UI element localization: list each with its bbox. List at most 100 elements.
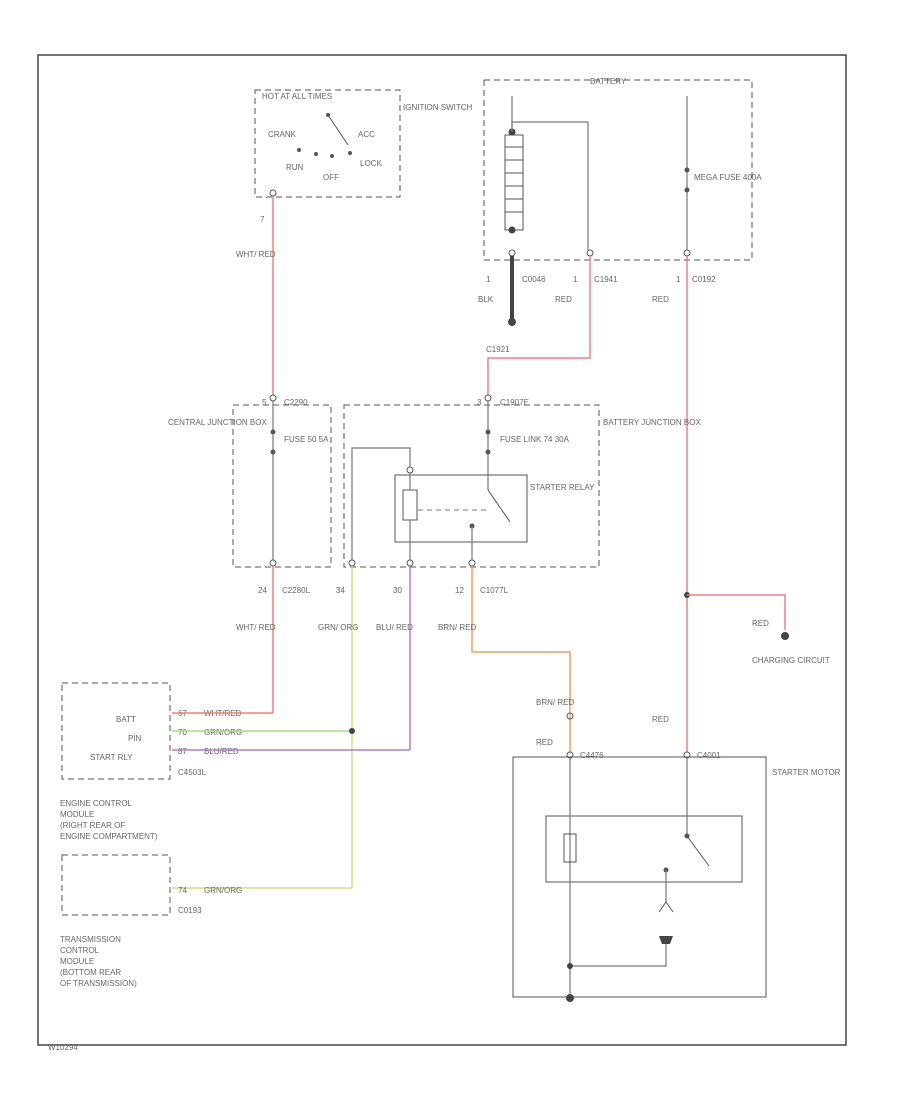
ecm-batt: BATT — [116, 715, 136, 724]
splice-label: C1921 — [486, 345, 510, 354]
central-junction-box — [232, 404, 332, 568]
relay-coil-top-terminal — [406, 466, 414, 474]
solenoid-coil — [563, 833, 577, 863]
motor-armature — [659, 936, 673, 944]
starter-solenoid-wire — [471, 566, 571, 752]
relay-coil — [402, 489, 418, 521]
tcm-conn: C0193 — [178, 906, 202, 915]
ignition-acc: ACC — [358, 130, 375, 139]
charging-arrow — [781, 632, 789, 640]
brn-red-wire-label-2: BRN/ RED — [536, 698, 574, 707]
c0046-conn: C0046 — [522, 275, 546, 284]
switch-contact — [314, 152, 318, 156]
ignition-off: OFF — [323, 173, 339, 182]
mega-fuse-terminal — [684, 187, 690, 193]
ignition-wire-label: WHT/ RED — [236, 250, 276, 259]
ignition-switch-box — [254, 89, 401, 198]
starter-b-wire-label: RED — [652, 715, 669, 724]
starter-b-conn: C4001 — [697, 751, 721, 760]
cjb-out-wire-label: WHT/ RED — [236, 623, 276, 632]
bjb-fuse-terminal — [485, 449, 491, 455]
tcm-name-3: MODULE — [60, 957, 94, 966]
cjb-bottom-conn: C2280L — [282, 586, 311, 595]
ecm-name-2: MODULE — [60, 810, 94, 819]
tcm-box — [61, 854, 171, 916]
ignition-name: IGNITION SWITCH — [403, 103, 473, 112]
bjb-bottom-conn: C1077L — [480, 586, 509, 595]
brn-red-wire-label: BRN/ RED — [438, 623, 476, 632]
c0192-terminal — [683, 249, 691, 257]
bjb-top-conn: C1907E — [500, 398, 529, 407]
battery-box — [483, 79, 753, 261]
switch-contact — [330, 154, 334, 158]
cjb-fuse-terminal — [270, 429, 276, 435]
ecm-name-4: ENGINE COMPARTMENT) — [60, 832, 158, 841]
cjb-fuse-label: FUSE 50 5A — [284, 435, 329, 444]
mega-fuse-label: MEGA FUSE 400A — [694, 173, 762, 182]
tcm-name-5: OF TRANSMISSION) — [60, 979, 137, 988]
starter-solenoid — [545, 815, 743, 883]
bjb-top-pin: 3 — [477, 398, 482, 407]
c1941-terminal — [586, 249, 594, 257]
bjb-pin-a: 34 — [336, 586, 345, 595]
ecm-pin-start: 87 — [178, 747, 187, 756]
diagram-code: W10294 — [48, 1043, 78, 1052]
solenoid-contact-blade — [686, 835, 710, 867]
relay-coil-feed — [351, 447, 411, 560]
switch-contact — [297, 148, 301, 152]
bjb-top-terminal — [484, 394, 492, 402]
mega-fuse-terminal — [684, 167, 690, 173]
ignition-terminal — [269, 189, 277, 197]
bjb-pin-12-terminal — [468, 559, 476, 567]
charging-wire — [687, 594, 786, 630]
tcm-name-4: (BOTTOM REAR — [60, 968, 121, 977]
c0192-pin: 1 — [676, 275, 681, 284]
ground-wire-label: BLK — [478, 295, 494, 304]
battery-cells — [504, 134, 524, 231]
starter-s-conn: C4476 — [580, 751, 604, 760]
cjb-top-conn: C2290 — [284, 398, 308, 407]
cjb-bottom-terminal — [269, 559, 277, 567]
tcm-name-1: TRANSMISSION — [60, 935, 121, 944]
switch-pivot — [326, 113, 330, 117]
starter-return-node — [567, 963, 573, 969]
tcm-pin: 74 — [178, 886, 187, 895]
bjb-pin-b: 30 — [393, 586, 402, 595]
pin-splice — [349, 728, 355, 734]
switch-blade — [327, 114, 349, 146]
ecm-name-3: (RIGHT REAR OF — [60, 821, 125, 830]
starter-relay-box — [394, 474, 528, 543]
ecm-conn: C4503L — [178, 768, 207, 777]
bjb-fuse-label: FUSE LINK 74 30A — [500, 435, 570, 444]
ecm-box — [61, 682, 171, 780]
blu-red-wire-label: BLU/ RED — [376, 623, 413, 632]
battery-title: BATTERY — [590, 77, 627, 86]
ignition-run: RUN — [286, 163, 304, 172]
cjb-bottom-pin: 24 — [258, 586, 267, 595]
starter-relay-label: STARTER RELAY — [530, 483, 595, 492]
red-wire-label-a: RED — [555, 295, 572, 304]
ignition-crank: CRANK — [268, 130, 297, 139]
ignition-lock: LOCK — [360, 159, 382, 168]
motor-return — [570, 944, 667, 967]
c0046-terminal — [508, 249, 516, 257]
ground-point — [508, 318, 516, 326]
charging-circuit-label: CHARGING CIRCUIT — [752, 656, 830, 665]
tcm-name-2: CONTROL — [60, 946, 100, 955]
cjb-fuse-terminal — [270, 449, 276, 455]
tcm-wire: GRN/ORG — [204, 886, 242, 895]
c0046-pin: 1 — [486, 275, 491, 284]
ecm-pin-pin: 70 — [178, 728, 187, 737]
cjb-top-pin: 5 — [262, 398, 267, 407]
ecm-wire-start: BLU/RED — [204, 747, 239, 756]
ecm-wire-pin: GRN/ORG — [204, 728, 242, 737]
ecm-start: START RLY — [90, 753, 133, 762]
battery-negative-node — [508, 226, 516, 234]
starter-motor-box — [512, 756, 767, 998]
ignition-title: HOT AT ALL TIMES — [262, 92, 332, 101]
ecm-pin: PIN — [128, 734, 142, 743]
diagram-frame — [37, 54, 847, 1046]
bjb-pin-30-terminal — [406, 559, 414, 567]
